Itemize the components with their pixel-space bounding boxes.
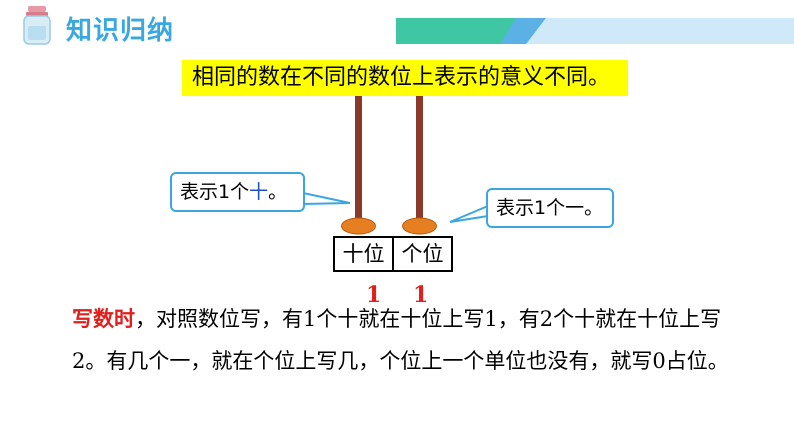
tens-place-label: 十位 bbox=[335, 238, 394, 270]
explanation-paragraph: 写数时，对照数位写，有1个十就在十位上写1，有2个十就在十位上写2。有几个一，就… bbox=[72, 298, 752, 382]
tens-callout-prefix: 表示1个 bbox=[180, 181, 250, 203]
rule-statement: 相同的数在不同的数位上表示的意义不同。 bbox=[182, 60, 628, 96]
tens-bead bbox=[341, 217, 376, 235]
paragraph-lead: 写数时 bbox=[72, 306, 135, 331]
left-callout-pointer bbox=[302, 191, 351, 206]
header-decoration bbox=[396, 18, 794, 44]
ones-bead bbox=[402, 217, 437, 235]
ones-place-label: 个位 bbox=[401, 242, 444, 266]
section-title: 知识归纳 bbox=[66, 16, 175, 46]
right-callout-pointer bbox=[449, 204, 489, 223]
tens-rod bbox=[355, 96, 362, 226]
place-value-table: 十位 个位 bbox=[333, 236, 453, 272]
paragraph-body: ，对照数位写，有1个十就在十位上写1，有2个十就在十位上写2。有几个一，就在个位… bbox=[72, 307, 729, 373]
ones-rod bbox=[416, 96, 423, 226]
jar-icon bbox=[23, 6, 51, 45]
tens-callout: 表示1个十。 bbox=[170, 172, 305, 212]
ones-digit: 1 bbox=[413, 282, 429, 308]
tens-callout-highlight: 十 bbox=[249, 181, 269, 203]
ones-callout: 表示1个一。 bbox=[486, 188, 614, 228]
tens-callout-suffix: 。 bbox=[268, 181, 288, 203]
tens-digit: 1 bbox=[366, 282, 382, 308]
